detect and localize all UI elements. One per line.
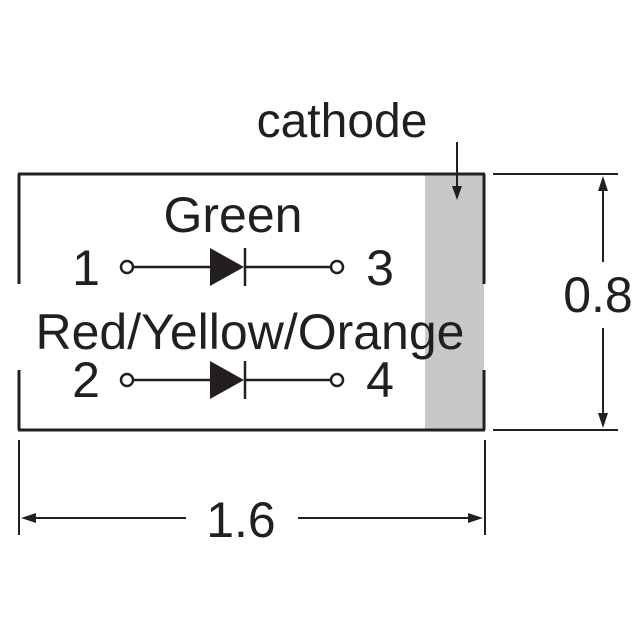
- height-dimension: [493, 173, 618, 431]
- cathode-arrow: [452, 142, 462, 200]
- pin-3-label: 3: [366, 240, 394, 296]
- diode-red-yellow-orange: [119, 361, 345, 399]
- red-yellow-orange-label: Red/Yellow/Orange: [36, 304, 465, 360]
- pin-4-label: 4: [366, 352, 394, 408]
- cathode-band: [425, 174, 484, 430]
- width-dimension: [18, 440, 486, 535]
- pin-1-label: 1: [72, 240, 100, 296]
- green-label: Green: [164, 187, 303, 243]
- width-value-label: 1.6: [206, 492, 276, 548]
- pin-2-label: 2: [72, 352, 100, 408]
- package-outline: [17, 172, 486, 432]
- height-value-label: 0.8: [563, 267, 633, 323]
- diode-green: [119, 248, 345, 286]
- cathode-label: cathode: [257, 95, 428, 148]
